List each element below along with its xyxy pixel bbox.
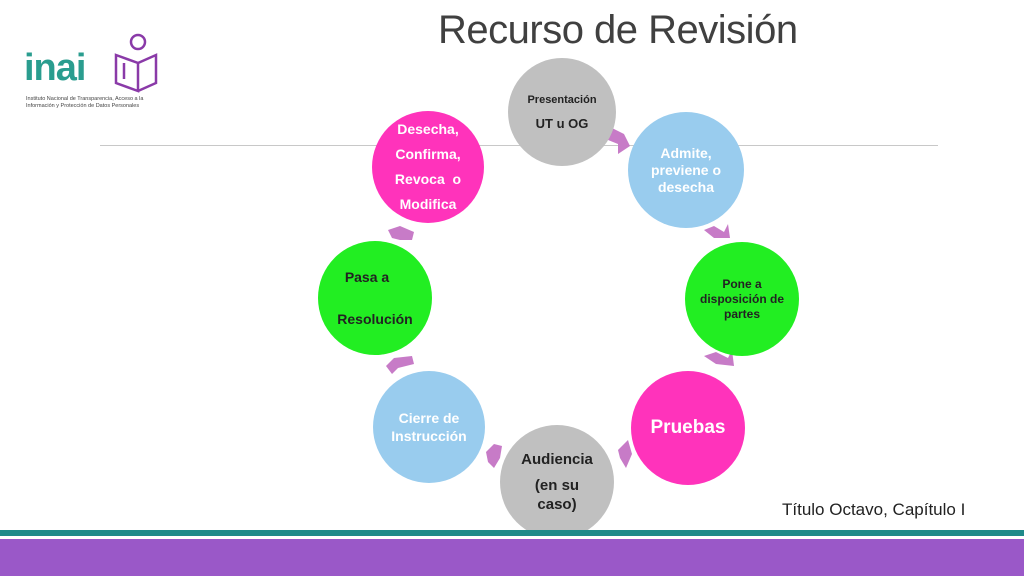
node-desecha-line2: Confirma, xyxy=(395,146,461,162)
node-pruebas: Pruebas xyxy=(631,371,745,485)
inai-logo: inai Instituto Nacional de Transparencia… xyxy=(24,33,164,113)
arrow-4 xyxy=(618,440,632,468)
node-desecha: Desecha, Confirma, Revoca o Modifica xyxy=(372,111,484,223)
node-pone-text: Pone a disposición de partes xyxy=(699,276,784,321)
footer-reference: Título Octavo, Capítulo I xyxy=(782,500,966,519)
node-cierre-text: Cierre de Instrucción xyxy=(391,410,467,444)
arrow-5 xyxy=(486,444,502,468)
arrow-6 xyxy=(386,356,414,374)
arrow-1 xyxy=(608,128,630,154)
page-title: Recurso de Revisión xyxy=(438,8,798,52)
footer-band-gap xyxy=(0,536,1024,539)
node-desecha-line4: Modifica xyxy=(399,196,457,212)
node-pasa: Pasa a Resolución xyxy=(318,241,432,355)
book-figure-icon xyxy=(114,33,158,93)
arrow-7 xyxy=(388,226,414,240)
node-pone: Pone a disposición de partes xyxy=(685,242,799,356)
node-presentacion-line1: Presentación xyxy=(527,93,597,106)
arrow-3 xyxy=(704,350,734,366)
node-pasa-line2: Resolución xyxy=(337,311,413,327)
logo-tagline: Instituto Nacional de Transparencia, Acc… xyxy=(26,96,144,109)
footer-band-purple xyxy=(0,539,1024,576)
node-audiencia: Audiencia (en su caso) xyxy=(500,425,614,539)
node-presentacion: Presentación UT u OG xyxy=(508,58,616,166)
node-desecha-line1: Desecha, xyxy=(397,121,459,137)
footer-band-teal xyxy=(0,530,1024,536)
node-pasa-line1: Pasa a xyxy=(344,269,390,285)
node-pruebas-text: Pruebas xyxy=(650,417,726,438)
node-audiencia-line2: (en su caso) xyxy=(534,476,580,513)
node-audiencia-line1: Audiencia xyxy=(521,450,593,468)
node-admite-text: Admite, previene o desecha xyxy=(650,144,722,195)
logo-wordmark: inai xyxy=(24,47,86,89)
node-cierre: Cierre de Instrucción xyxy=(373,371,485,483)
node-presentacion-line2: UT u OG xyxy=(535,115,589,131)
node-desecha-line3: Revoca o xyxy=(394,171,462,187)
node-admite: Admite, previene o desecha xyxy=(628,112,744,228)
arrow-2 xyxy=(704,224,730,238)
